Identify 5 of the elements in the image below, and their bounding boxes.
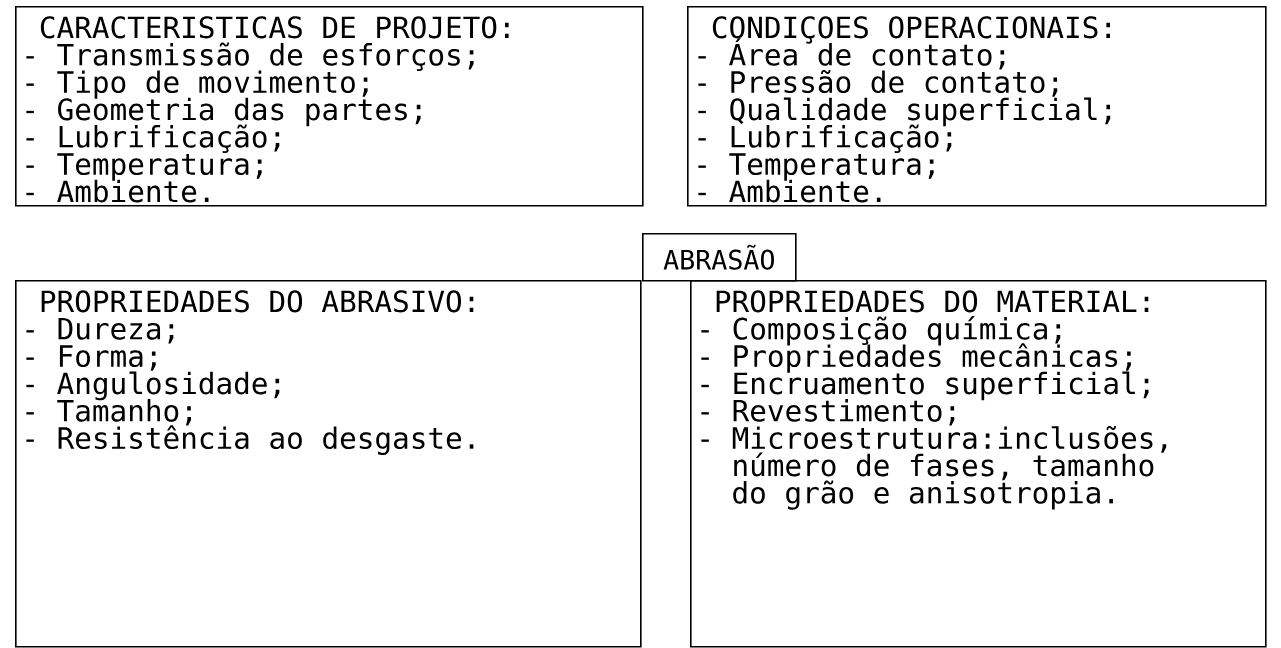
title-box: ABRASÃO xyxy=(642,233,797,282)
text-box: CARACTERISTICAS DE PROJETO: - Transmissão de esforços; - Tipo de movimento; - Geometria das partes; - Lubrificação; - Temperatura; - Ambiente. xyxy=(15,6,644,207)
text-box: PROPRIEDADES DO ABRASIVO: - Dureza; - Forma; - Angulosidade; - Tamanho; - Resistência ao desgaste. xyxy=(15,280,642,648)
text-box: CONDIÇOES OPERACIONAIS: - Área de contato; - Pressão de contato; - Qualidade superficial; - Lubrificação; - Temperatura; - Ambiente. xyxy=(687,6,1267,207)
text-box: PROPRIEDADES DO MATERIAL: - Composição química; - Propriedades mecânicas; - Encruamento superficial; - Revestimento; - Microestrutura:inclusões, número de fases, tamanho do grão e anisotropia. xyxy=(690,280,1267,648)
